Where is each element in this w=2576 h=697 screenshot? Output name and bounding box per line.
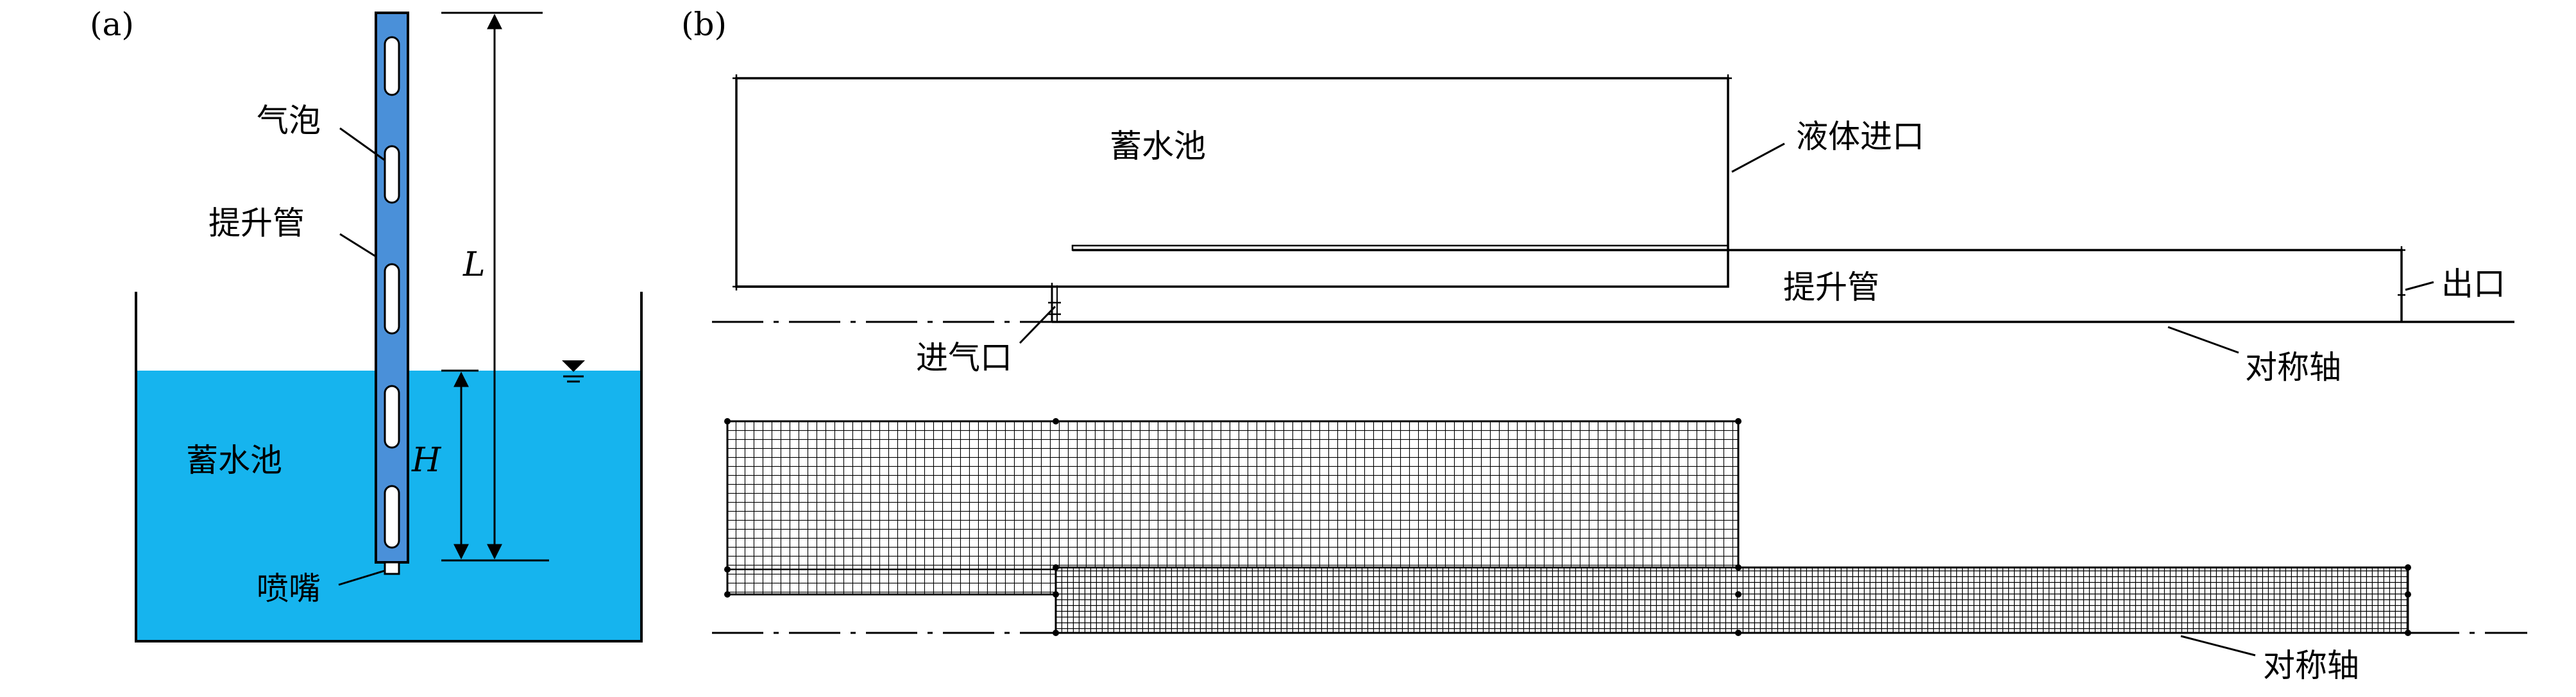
mesh-corner-markers [724, 418, 2411, 636]
liquid-inlet-label: 液体进口 [1796, 118, 1924, 155]
computational-mesh: 对称轴 [712, 418, 2527, 684]
mesh-reservoir-region [726, 420, 1740, 596]
water-level-icon [562, 360, 585, 383]
nozzle [384, 561, 400, 575]
bubble [384, 36, 400, 96]
liquid-inlet-leader [1731, 142, 1785, 173]
reservoir-label: 蓄水池 [186, 442, 282, 479]
tube-wall [1071, 244, 1729, 251]
air-inlet-leader [1019, 305, 1056, 344]
panel-a: (a) 气泡 提升管 蓄水池 喷嘴 [90, 6, 643, 642]
bubble-label: 气泡 [257, 102, 321, 139]
panel-b-label: (b) [681, 6, 727, 43]
axis-top-leader [2167, 326, 2239, 354]
air-inlet-label: 进气口 [916, 339, 1012, 376]
mesh-riser-region [1055, 566, 2409, 634]
nozzle-leader [338, 569, 386, 586]
bubble [384, 385, 400, 449]
bubbles [384, 36, 400, 549]
bubble [384, 263, 400, 335]
panel-a-label: (a) [90, 6, 134, 43]
h-dim-label: H [411, 441, 442, 480]
bubble [384, 145, 400, 204]
schematic-reservoir-label: 蓄水池 [1110, 128, 1206, 165]
riser-leader [339, 233, 377, 258]
panel-b: (b) [681, 6, 2527, 684]
reservoir-domain [735, 77, 1729, 288]
l-dim-label: L [462, 246, 486, 284]
nozzle-label: 喷嘴 [257, 570, 321, 607]
axis-bottom-label: 对称轴 [2263, 647, 2359, 684]
outlet-label: 出口 [2441, 265, 2505, 303]
geometry-schematic: 蓄水池 液体进口 提升管 出口 进气口 对称轴 [712, 74, 2514, 386]
bubble [384, 485, 400, 549]
bubble-leader [339, 127, 386, 162]
tank-outline [135, 292, 643, 642]
riser-label: 提升管 [208, 205, 305, 242]
corner-ticks [733, 74, 2405, 323]
schematic-riser-label: 提升管 [1783, 269, 1879, 306]
axis-bottom-leader [2180, 635, 2256, 657]
axis-top-label: 对称轴 [2245, 349, 2341, 386]
outlet-leader [2405, 281, 2434, 291]
